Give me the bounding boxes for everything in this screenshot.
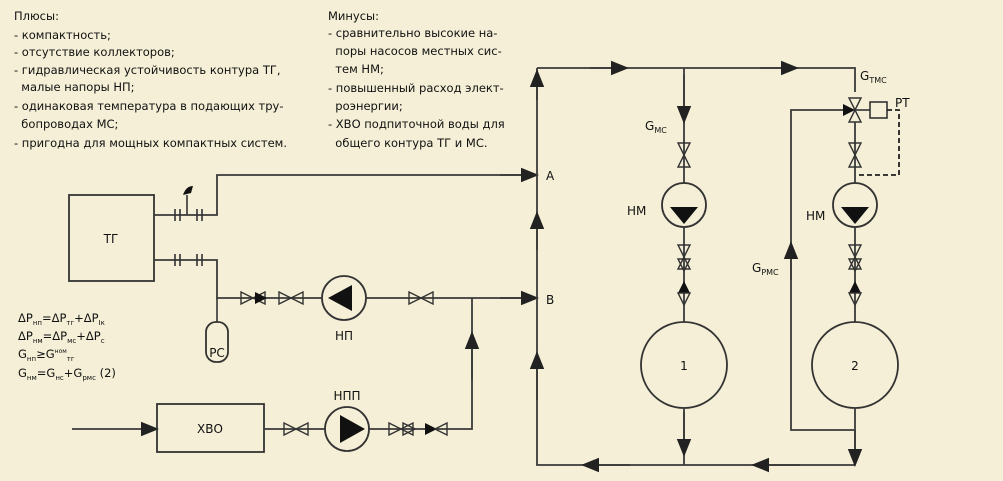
valve-icon bbox=[408, 290, 434, 306]
g-pmc-label: GРМС bbox=[752, 261, 779, 277]
rt-label: РТ bbox=[895, 96, 910, 110]
safety-valve-icon bbox=[183, 186, 193, 195]
local-system-2: GТМС РТ GРМС НМ 2 bbox=[752, 69, 910, 467]
rt-controller bbox=[869, 101, 888, 119]
supply-line-a bbox=[154, 174, 537, 221]
point-b-label: В bbox=[546, 293, 554, 307]
cons-title: Минусы: bbox=[328, 9, 379, 23]
tg-label: ТГ bbox=[103, 232, 119, 246]
point-a-label: А bbox=[546, 169, 555, 183]
main-riser bbox=[536, 68, 855, 466]
npp-pump-icon bbox=[340, 415, 365, 443]
cons-item: - сравнительно высокие на- bbox=[328, 26, 497, 40]
cons-item: роэнергии; bbox=[328, 99, 403, 113]
valve-group-np bbox=[240, 290, 304, 306]
pros-item: - компактность; bbox=[14, 28, 111, 42]
rs-tank bbox=[205, 321, 229, 363]
nm-pump-2-icon bbox=[841, 207, 869, 224]
valve-icon bbox=[283, 421, 309, 437]
pros-item: - одинаковая температура в подающих тру- bbox=[14, 99, 284, 113]
cons-item: - ХВО подпиточной воды для bbox=[328, 117, 505, 131]
valve-icon bbox=[676, 142, 692, 168]
pros-item: малые напоры НП; bbox=[14, 80, 135, 94]
xvo-label: ХВО bbox=[197, 422, 223, 436]
formula-4: Gнм=Gнс+Gрмс (2) bbox=[18, 366, 116, 382]
return-line-tg bbox=[154, 254, 537, 322]
valve-group-npp bbox=[388, 421, 448, 437]
pros-item: - гидравлическая устойчивость контура ТГ… bbox=[14, 63, 281, 77]
cons-item: общего контура ТГ и МС. bbox=[328, 136, 488, 150]
npp-label: НПП bbox=[333, 389, 360, 403]
cons-item: тем НМ; bbox=[328, 62, 384, 76]
formula-2: ΔPнм=ΔPмс+ΔPс bbox=[18, 329, 105, 345]
valve-icon bbox=[847, 142, 863, 168]
pros-item: - пригодна для мощных компактных систем. bbox=[14, 136, 287, 150]
xvo-box bbox=[156, 403, 265, 453]
rt-signal-line bbox=[858, 109, 900, 176]
consumer-2-label: 2 bbox=[851, 359, 859, 373]
consumer-1-label: 1 bbox=[680, 359, 688, 373]
tg-boiler-box bbox=[68, 194, 155, 282]
pros-item: бопроводах МС; bbox=[14, 117, 118, 131]
cons-list: Минусы: - сравнительно высокие на- поры … bbox=[328, 9, 505, 150]
nm-pump-1-icon bbox=[670, 207, 698, 224]
nm-label-2: НМ bbox=[806, 209, 825, 223]
g-mc-label: GМС bbox=[645, 119, 667, 135]
pros-title: Плюсы: bbox=[14, 9, 59, 23]
local-system-1: GМС НМ 1 bbox=[627, 68, 728, 465]
np-pump-icon bbox=[328, 285, 352, 311]
formula-1: ΔPнп=ΔPтг+ΔPIк bbox=[18, 311, 105, 327]
pros-list: Плюсы: - компактность; - отсутствие колл… bbox=[14, 9, 287, 150]
pros-item: - отсутствие коллекторов; bbox=[14, 45, 175, 59]
cons-item: поры насосов местных сис- bbox=[328, 44, 502, 58]
formulas: ΔPнп=ΔPтг+ΔPIк ΔPнм=ΔPмс+ΔPс Gнп≥Gномтг … bbox=[18, 311, 116, 382]
nm-label-1: НМ bbox=[627, 204, 646, 218]
np-label: НП bbox=[335, 329, 353, 343]
rs-label: РС bbox=[209, 346, 225, 360]
cons-item: - повышенный расход элект- bbox=[328, 81, 504, 95]
g-tmc-label: GТМС bbox=[860, 69, 887, 85]
formula-3: Gнп≥Gномтг bbox=[18, 347, 75, 363]
